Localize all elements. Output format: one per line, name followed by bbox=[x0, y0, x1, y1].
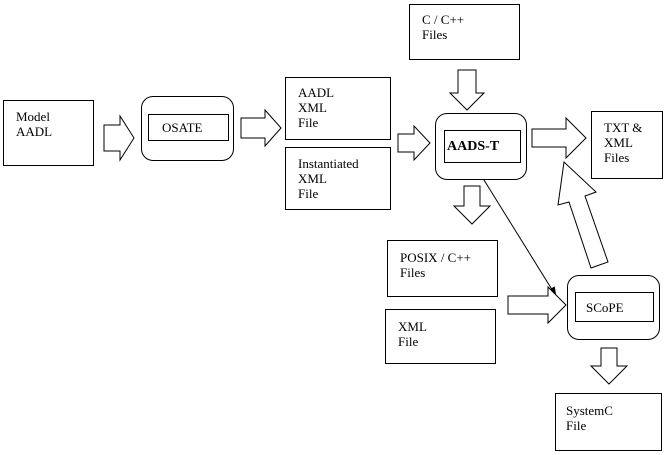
scope-container: SCoPE bbox=[567, 275, 660, 340]
aadl-xml-file-box: AADL XML File bbox=[285, 77, 391, 140]
arrow-osate-to-aadl-xml bbox=[240, 108, 282, 148]
aadl-xml-file-label: AADL XML File bbox=[298, 85, 335, 130]
osate-label: OSATE bbox=[162, 120, 203, 135]
aads-t-container: AADS-T bbox=[435, 113, 527, 180]
osate-box: OSATE bbox=[148, 114, 229, 141]
aads-t-label: AADS-T bbox=[447, 139, 500, 154]
xml-file-box: XML File bbox=[385, 309, 496, 364]
posix-cpp-files-label: POSIX / C++ Files bbox=[400, 250, 472, 280]
arrow-xml-to-scope bbox=[507, 285, 567, 325]
model-aadl-label: Model AADL bbox=[16, 109, 53, 139]
systemc-file-label: SystemC File bbox=[566, 403, 613, 433]
arrow-scope-to-txt bbox=[557, 160, 609, 269]
systemc-file-box: SystemC File bbox=[555, 393, 662, 451]
xml-file-label: XML File bbox=[398, 319, 427, 349]
scope-box: SCoPE bbox=[575, 292, 654, 322]
arrow-aadst-to-scope bbox=[483, 179, 557, 297]
c-cpp-files-box: C / C++ Files bbox=[409, 4, 520, 60]
arrow-aadst-to-txt bbox=[531, 116, 587, 160]
txt-xml-files-label: TXT & XML Files bbox=[604, 120, 643, 165]
arrow-scope-to-systemc bbox=[589, 347, 629, 385]
arrow-xml-to-aadst bbox=[397, 124, 431, 162]
arrow-aadst-to-posix bbox=[452, 185, 492, 225]
osate-container: OSATE bbox=[141, 96, 234, 161]
posix-cpp-files-box: POSIX / C++ Files bbox=[387, 240, 498, 297]
scope-label: SCoPE bbox=[586, 300, 624, 315]
txt-xml-files-box: TXT & XML Files bbox=[591, 111, 663, 179]
model-aadl-box: Model AADL bbox=[3, 100, 94, 166]
c-cpp-files-label: C / C++ Files bbox=[422, 12, 465, 42]
instantiated-xml-file-box: Instantiated XML File bbox=[285, 147, 391, 210]
arrow-model-to-osate bbox=[103, 114, 135, 162]
arrow-cpp-to-aadst bbox=[448, 69, 486, 111]
instantiated-xml-file-label: Instantiated XML File bbox=[298, 156, 359, 201]
aads-t-box: AADS-T bbox=[444, 130, 521, 163]
